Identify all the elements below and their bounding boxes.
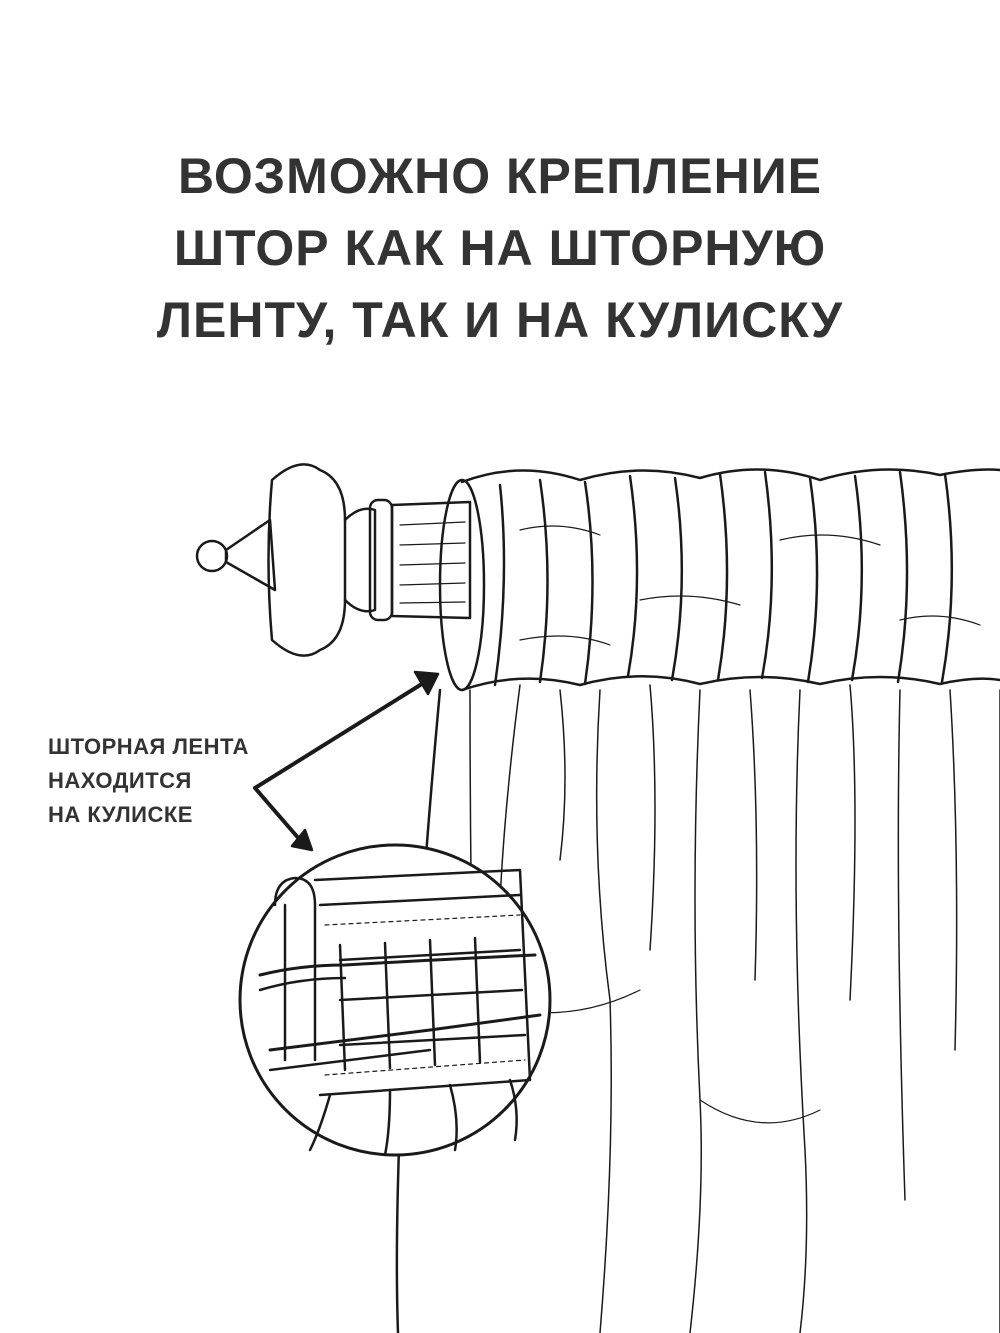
headline-line-2: ШТОР КАК НА ШТОРНУЮ	[173, 220, 827, 276]
headline-line-3: ЛЕНТУ, ТАК И НА КУЛИСКУ	[156, 292, 844, 348]
callout-label: ШТОРНАЯ ЛЕНТА НАХОДИТСЯ НА КУЛИСКЕ	[48, 730, 249, 832]
curtain-tape-detail-icon	[238, 843, 552, 1157]
finial-icon	[195, 463, 394, 657]
callout-line-3: НА КУЛИСКЕ	[48, 802, 193, 827]
callout-line-2: НАХОДИТСЯ	[48, 768, 192, 793]
curtain-fabric-icon	[395, 684, 1000, 1333]
callout-line-1: ШТОРНАЯ ЛЕНТА	[48, 734, 249, 759]
headline-line-1: ВОЗМОЖНО КРЕПЛЕНИЕ	[177, 148, 823, 204]
headline: ВОЗМОЖНО КРЕПЛЕНИЕ ШТОР КАК НА ШТОРНУЮ Л…	[0, 140, 1000, 356]
arrow-icon	[253, 670, 440, 852]
gathered-curtain-icon	[438, 468, 1000, 692]
curtain-rod-icon	[390, 500, 472, 620]
